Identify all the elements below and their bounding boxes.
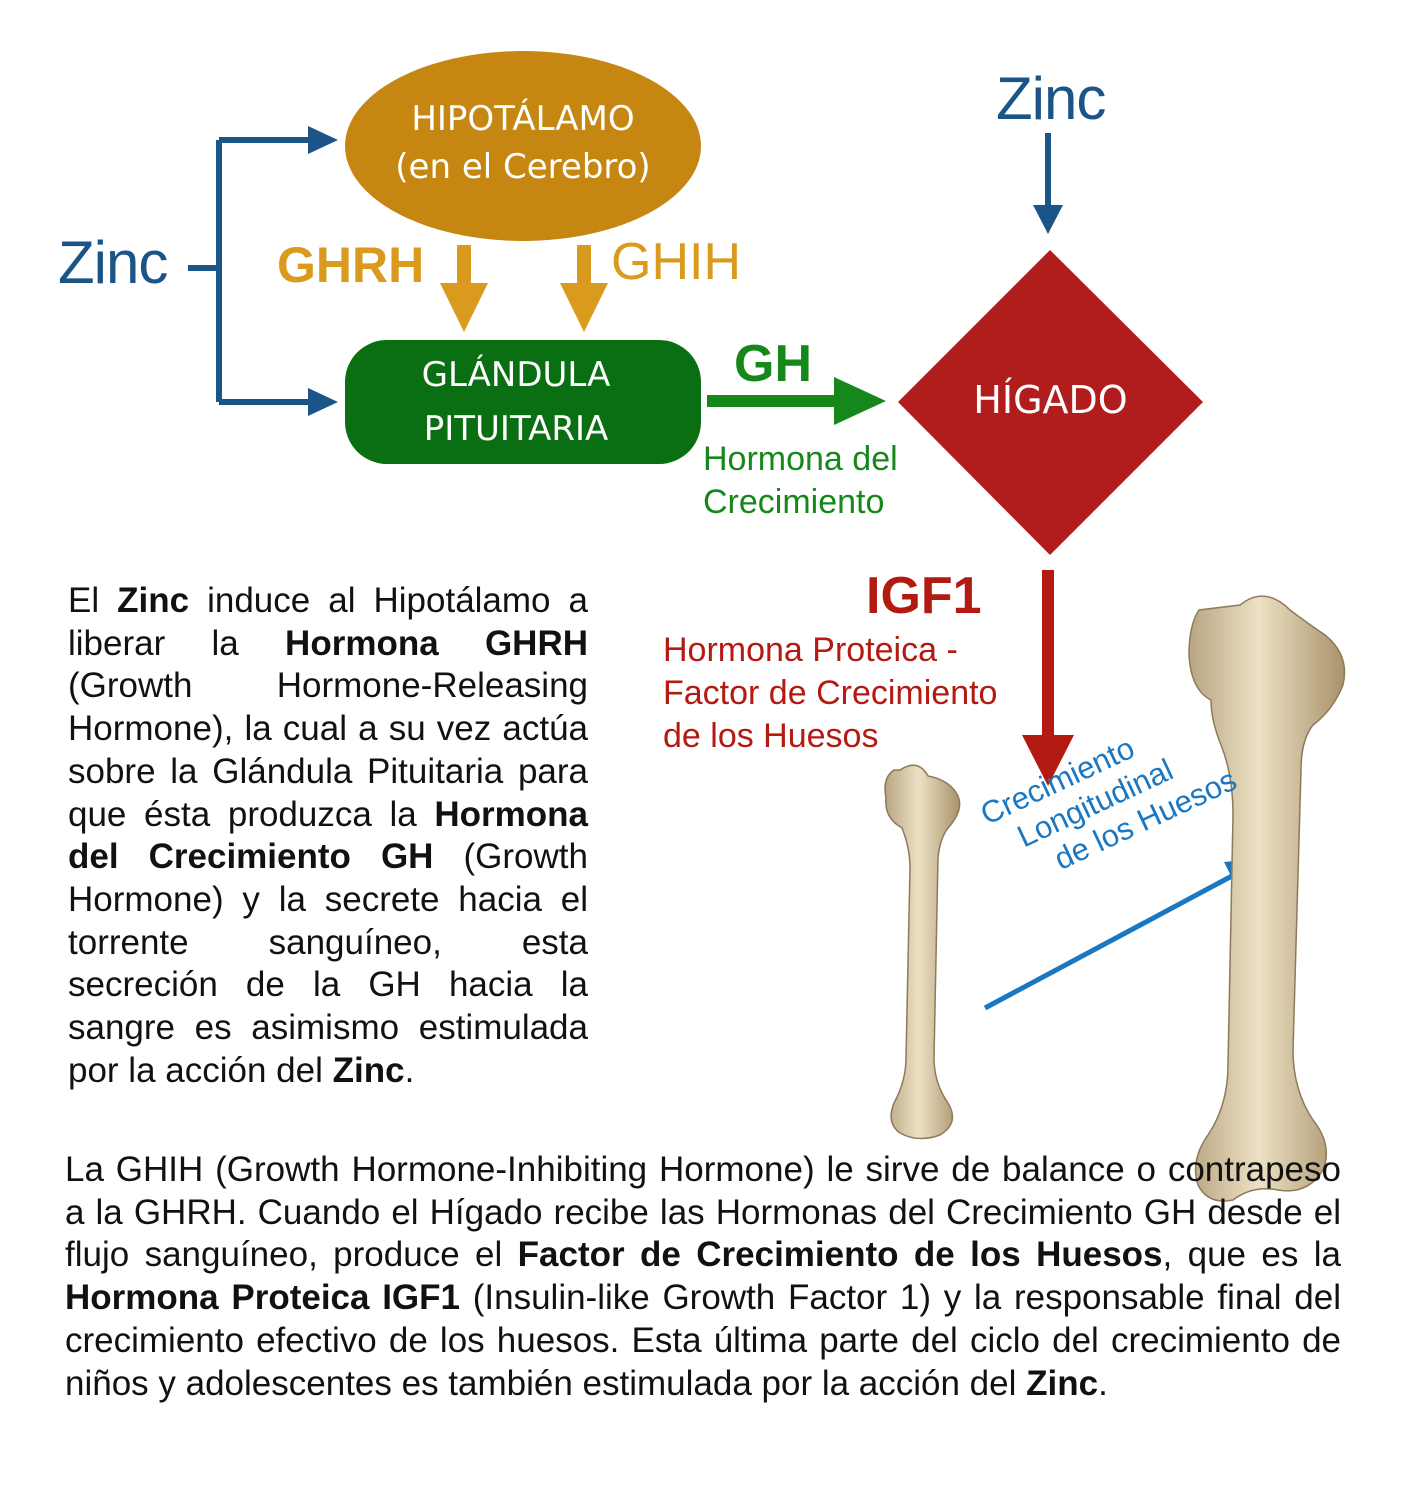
gh-description: Hormona del Crecimiento xyxy=(703,438,898,524)
zinc-right-label: Zinc xyxy=(996,65,1106,132)
bold-text-segment: Hormona Proteica IGF1 xyxy=(65,1278,460,1318)
liver-label: HÍGADO xyxy=(973,378,1128,422)
zinc-to-liver-arrow xyxy=(1033,133,1063,234)
ghrh-arrow xyxy=(440,245,488,332)
igf1-arrow xyxy=(1022,570,1074,786)
bold-text-segment: Zinc xyxy=(1026,1363,1099,1403)
text-segment: (Insulin-like Growth Factor 1) y la resp… xyxy=(65,1278,1342,1403)
pituitary-label: GLÁNDULA PITUITARIA xyxy=(338,348,694,456)
arrow-to-pituitary xyxy=(308,388,338,416)
ghrh-label: GHRH xyxy=(277,237,425,293)
ghih-arrow xyxy=(560,245,608,332)
bold-text-segment: Factor de Crecimiento de los Huesos xyxy=(517,1235,1163,1275)
ghih-label: GHIH xyxy=(611,233,741,291)
text-segment: . xyxy=(1098,1363,1108,1403)
text-segment: . xyxy=(404,1050,415,1090)
liver-node xyxy=(898,250,1203,555)
bold-text-segment: Zinc xyxy=(332,1050,405,1090)
gh-arrow xyxy=(707,377,886,425)
igf1-desc-line1: Hormona Proteica - xyxy=(663,631,958,669)
hypothalamus-label: HIPOTÁLAMO (en el Cerebro) xyxy=(345,95,701,191)
igf1-label: IGF1 xyxy=(866,567,982,625)
igf1-desc-line3: de los Huesos xyxy=(663,717,879,755)
arrow-to-hypothalamus xyxy=(308,126,338,154)
hypothalamus-line2: (en el Cerebro) xyxy=(395,147,651,187)
pituitary-line1: GLÁNDULA xyxy=(421,355,611,395)
small-bone-image xyxy=(884,764,961,1140)
igf1-desc-line2: Factor de Crecimiento xyxy=(663,674,998,712)
zinc-left-label: Zinc xyxy=(58,229,168,296)
pituitary-node xyxy=(345,340,701,464)
text-segment: , que es la xyxy=(1162,1235,1341,1275)
bold-text-segment: Zinc xyxy=(117,581,190,620)
text-segment: (Growth Hormone) y la secrete hacia el t… xyxy=(68,837,588,1090)
gh-desc-line1: Hormona del xyxy=(703,440,898,478)
text-segment: La GHIH (Growth Hormone-Inhibiting Hormo… xyxy=(65,1150,1341,1275)
igf1-description: Hormona Proteica - Factor de Crecimiento… xyxy=(663,629,997,758)
large-bone-image xyxy=(1188,595,1346,1202)
bold-text-segment: Hormona del Crecimiento GH xyxy=(68,794,588,877)
gh-desc-line2: Crecimiento xyxy=(703,483,885,521)
text-segment: El xyxy=(68,581,118,620)
explanation-paragraph-2: La GHIH (Growth Hormone-Inhibiting Hormo… xyxy=(65,1149,1341,1405)
growth-arrow xyxy=(983,866,1247,1011)
gh-label: GH xyxy=(734,335,812,393)
hypothalamus-node xyxy=(345,51,701,241)
pituitary-line2: PITUITARIA xyxy=(423,409,609,449)
hypothalamus-line1: HIPOTÁLAMO xyxy=(411,99,635,139)
text-segment: (Growth Hormone-Releasing Hormone), la c… xyxy=(68,666,588,834)
text-segment: induce al Hipotálamo a liberar la xyxy=(68,581,588,663)
explanation-paragraph-1: El Zinc induce al Hipotálamo a liberar l… xyxy=(68,580,588,1092)
zinc-bracket-arrows xyxy=(188,137,312,405)
bold-text-segment: Hormona GHRH xyxy=(285,623,588,663)
